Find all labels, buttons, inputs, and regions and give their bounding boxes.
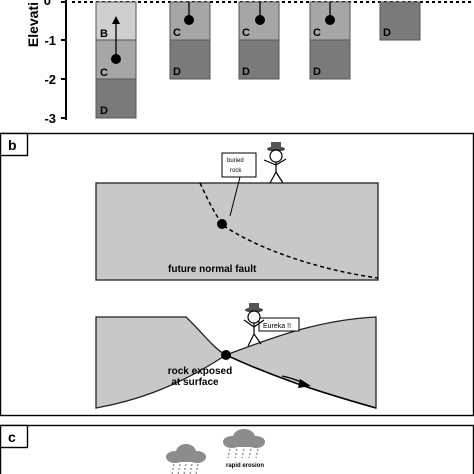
column-2: C D	[169, 1, 211, 80]
raincloud-icon	[166, 444, 206, 474]
erosion-label: rapid erosion	[226, 463, 264, 469]
segment-label: C	[242, 27, 250, 39]
person-figure-icon	[243, 303, 265, 347]
tick-label-minus2: -2	[44, 72, 56, 87]
panel-c: c	[0, 424, 474, 474]
rock-label-line-2: at surface	[171, 377, 219, 388]
slip-arrow-icon	[281, 375, 311, 388]
column-5: D	[379, 1, 421, 41]
panel-b-label-box	[0, 132, 29, 157]
rock-label-line-1: rock exposed	[168, 366, 232, 377]
segment-label: D	[383, 27, 391, 39]
tick-label-0: 0	[44, 0, 51, 8]
fault-label: future normal fault	[168, 264, 257, 275]
person-figure-icon	[263, 142, 287, 184]
column-4: C D	[309, 1, 351, 80]
scene-exposed-rock: Eureka !! rock exposed at surface	[95, 303, 377, 409]
marker-dot	[325, 15, 335, 25]
callout-text: buried	[227, 158, 244, 164]
raincloud-icon	[223, 429, 265, 459]
callout-text: Eureka !!	[263, 323, 291, 330]
panel-b: b buried rock future normal fault	[0, 132, 474, 417]
panel-a: 0 -1 -2 -3 Elevati B C D C D	[25, 0, 474, 126]
panel-c-label: c	[8, 429, 16, 445]
callout-box	[221, 152, 257, 178]
rock-dot-icon	[217, 219, 227, 229]
pointer-line	[229, 176, 241, 217]
segment-label: D	[100, 105, 108, 117]
y-axis-label: Elevati	[25, 2, 41, 47]
callout-text: rock	[230, 168, 242, 174]
column-3: C D	[238, 1, 280, 80]
segment-d	[309, 39, 351, 80]
marker-dot	[184, 15, 194, 25]
segment-d	[238, 39, 280, 80]
segment-c	[238, 1, 280, 41]
rock-dot-icon	[221, 350, 231, 360]
tick-label-minus1: -1	[44, 33, 56, 48]
marker-dot	[255, 15, 265, 25]
panel-c-label-box	[0, 424, 29, 449]
segment-label: C	[173, 27, 181, 39]
segment-label: C	[100, 67, 108, 79]
crust-block	[95, 182, 379, 281]
segment-label: C	[313, 27, 321, 39]
callout-box	[258, 317, 300, 332]
tick-label-minus3: -3	[44, 111, 56, 126]
marker-dot	[111, 54, 121, 64]
segment-d	[169, 39, 211, 80]
segment-d	[379, 1, 421, 41]
future-fault-line	[199, 182, 379, 279]
segment-label: D	[242, 66, 250, 78]
scene-buried-rock: buried rock future normal fault	[95, 142, 379, 281]
panel-b-label: b	[8, 137, 17, 153]
column-1: B C D	[95, 1, 137, 119]
faulted-block	[95, 316, 377, 409]
segment-label: B	[100, 28, 108, 40]
segment-label: D	[313, 66, 321, 78]
segment-d	[95, 78, 137, 119]
segment-label: D	[173, 66, 181, 78]
